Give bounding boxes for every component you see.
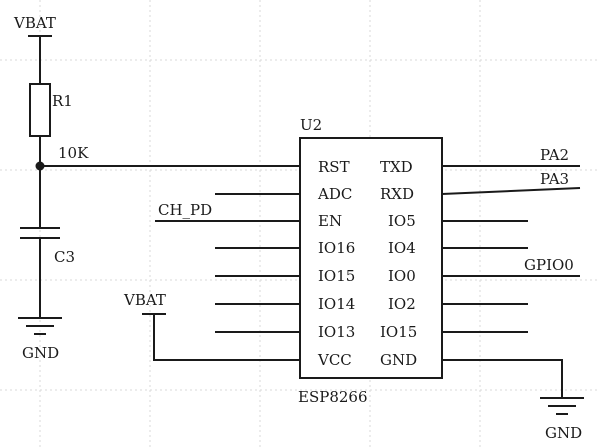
pin-io15-left: IO15 xyxy=(318,267,355,285)
pa2-net-label: PA2 xyxy=(540,146,569,164)
capacitor-ref: C3 xyxy=(54,248,75,266)
chip-part-name: ESP8266 xyxy=(298,388,368,406)
resistor-ref: R1 xyxy=(52,92,73,110)
pin-io4: IO4 xyxy=(388,239,416,257)
resistor-r1: R1 10K xyxy=(29,83,89,166)
resistor-value: 10K xyxy=(58,144,89,162)
esp8266-chip-body xyxy=(299,137,443,379)
chip-ref: U2 xyxy=(300,116,322,134)
pin-rst: RST xyxy=(318,158,350,176)
left-pin-stubs xyxy=(155,193,300,333)
ground-symbol-right: GND xyxy=(442,359,584,442)
left-pin-names: RST ADC EN IO16 IO15 IO14 IO13 VCC xyxy=(317,158,355,369)
pin-io5: IO5 xyxy=(388,212,416,230)
vbat-supply-symbol: VBAT xyxy=(13,14,56,84)
pin-io2: IO2 xyxy=(388,295,416,313)
gpio0-net-label: GPIO0 xyxy=(524,256,574,274)
pin-io15-right: IO15 xyxy=(380,323,417,341)
pin-io14: IO14 xyxy=(318,295,355,313)
gnd-left-label: GND xyxy=(22,344,59,362)
ch-pd-net-label: CH_PD xyxy=(158,201,212,219)
pa3-net-label: PA3 xyxy=(540,170,569,188)
right-pin-stubs xyxy=(441,165,581,333)
vbat-label: VBAT xyxy=(13,14,56,32)
pin-io0: IO0 xyxy=(388,267,416,285)
pin-gnd: GND xyxy=(380,351,417,369)
vbat-vcc-supply: VBAT xyxy=(123,291,300,361)
gnd-right-label: GND xyxy=(545,424,582,442)
pin-adc: ADC xyxy=(317,185,352,203)
vbat-mid-label: VBAT xyxy=(123,291,166,309)
ground-symbol-left: GND xyxy=(18,317,62,362)
capacitor-c3: C3 xyxy=(20,166,75,318)
pin-io13: IO13 xyxy=(318,323,355,341)
pin-rxd: RXD xyxy=(380,185,414,203)
right-pin-names: TXD RXD IO5 IO4 IO0 IO2 IO15 GND xyxy=(380,158,417,369)
pin-io16: IO16 xyxy=(318,239,355,257)
pin-en: EN xyxy=(318,212,342,230)
pin-vcc: VCC xyxy=(317,351,352,369)
pin-txd: TXD xyxy=(380,158,413,176)
